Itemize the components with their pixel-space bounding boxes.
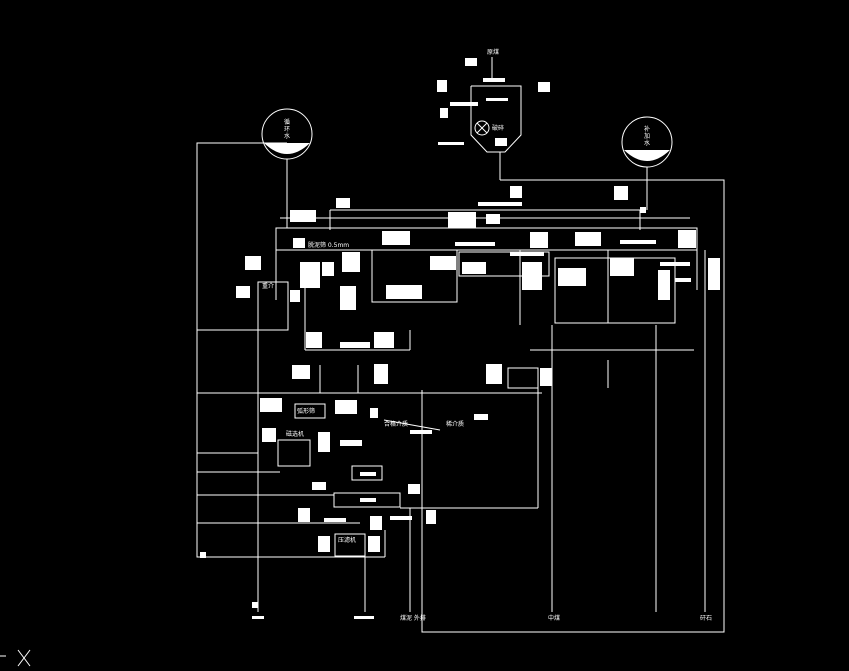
output-slime-label: 煤泥 外排 — [400, 614, 426, 622]
tank-left-char-3: 水 — [284, 132, 290, 140]
raw-coal-feed: 原煤 破碎 — [437, 48, 550, 180]
tank-right-char-3: 水 — [644, 139, 650, 147]
sieve-bend-label: 弧形筛 — [297, 407, 315, 415]
ucs-axis-icon — [0, 649, 31, 667]
middle-level-units — [197, 280, 694, 612]
tank-left-char-1: 循 — [284, 118, 290, 126]
filter-press-label: 压滤机 — [338, 536, 356, 544]
tank-left-char-2: 环 — [284, 126, 290, 133]
desliming-screen-label: 脱泥筛 0.5mm — [308, 241, 349, 249]
lower-level-units: 弧形筛 合格介质 稀介质 磁选机 压滤机 — [197, 388, 539, 558]
main-pipework: 脱泥筛 0.5mm — [196, 142, 725, 633]
heavy-medium-label: 重介 — [262, 282, 274, 290]
tank-right-char-1: 补 — [644, 125, 650, 133]
makeup-water-tank: 补 加 水 — [621, 116, 673, 210]
product-outputs: 煤泥 外排 中煤 矸石 — [252, 250, 712, 622]
title-raw-coal: 原煤 — [487, 48, 499, 56]
second-level-units: 重介 — [236, 249, 720, 331]
crusher-label: 破碎 — [492, 124, 504, 132]
output-tailings-label: 矸石 — [700, 615, 712, 622]
dilute-medium-label: 稀介质 — [446, 420, 464, 428]
circulating-water-tank: 循 环 水 — [261, 108, 313, 228]
tank-right-char-2: 加 — [644, 132, 650, 140]
magnetic-sep-label: 磁选机 — [286, 430, 304, 438]
dense-medium-label: 合格介质 — [384, 420, 408, 428]
output-middlings-label: 中煤 — [548, 614, 560, 622]
